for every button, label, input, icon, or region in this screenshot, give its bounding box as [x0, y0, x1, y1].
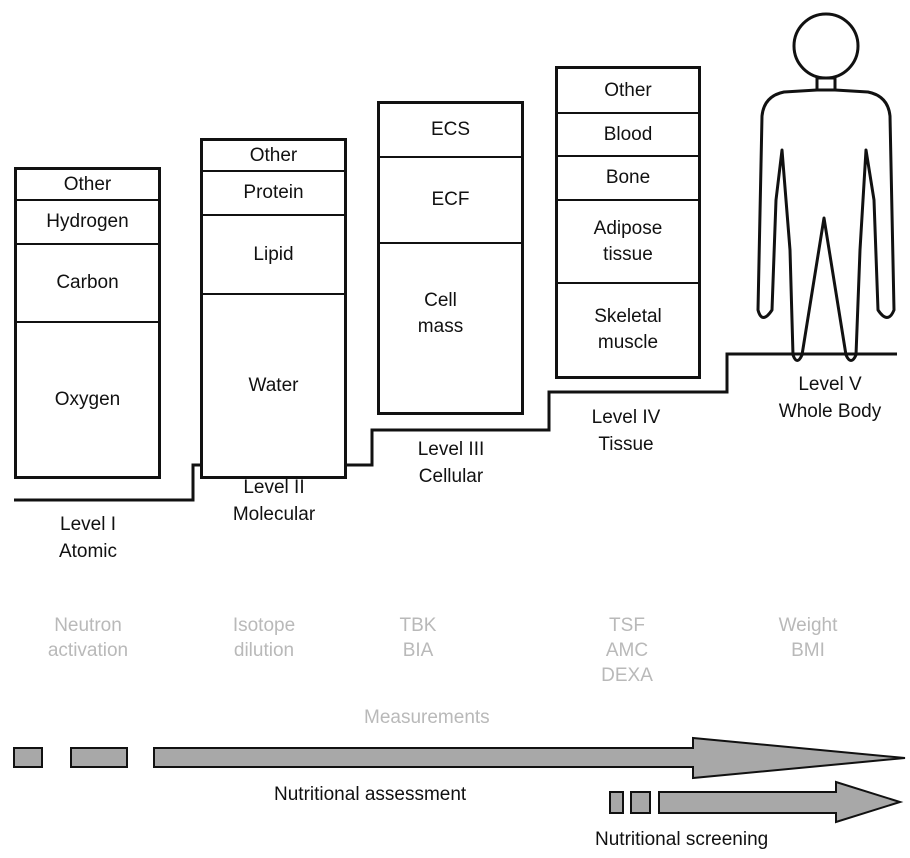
assessment-dash-1 [13, 747, 43, 768]
human-figure-icon [756, 12, 896, 362]
level-4-cell: Other [604, 79, 652, 101]
measurement-method: Weight BMI [778, 615, 838, 661]
level-2-box: Other Protein Lipid Water [200, 138, 347, 479]
screening-label: Nutritional screening [595, 829, 769, 850]
level-4-cell: Blood [558, 112, 698, 155]
level-4-cell: Bone [558, 155, 698, 199]
level-3-cell: ECF [380, 156, 521, 242]
level-2-label: Level II Molecular [232, 477, 316, 525]
level-1-box: Other Hydrogen Carbon Oxygen [14, 167, 161, 479]
level-2-cell: Other [249, 144, 298, 166]
level-1-cell: Carbon [17, 243, 158, 321]
level-4-cell: Skeletal muscle [558, 282, 698, 376]
level-1-cell: Other [63, 173, 112, 195]
screening-dash-1 [609, 791, 624, 814]
measurements-title: Measurements [364, 707, 490, 728]
level-1-label: Level I Atomic [58, 514, 118, 562]
assessment-arrow [153, 736, 906, 780]
measurement-method: Neutron activation [47, 615, 129, 661]
screening-dash-2 [630, 791, 651, 814]
assessment-label: Nutritional assessment [274, 784, 467, 805]
measurement-method: Isotope dilution [232, 615, 296, 661]
level-1-cell: Hydrogen [17, 199, 158, 243]
level-3-cell: Cell mass [380, 242, 521, 412]
level-4-box: Other Blood Bone Adipose tissue Skeletal… [555, 66, 701, 379]
screening-arrow [658, 780, 904, 824]
level-2-cell: Lipid [203, 214, 344, 293]
level-2-cell: Water [203, 293, 344, 476]
level-4-label: Level IV Tissue [591, 407, 661, 455]
level-3-label: Level III Cellular [417, 439, 485, 487]
level-3-cell: ECS [430, 119, 471, 140]
level-2-cell: Protein [203, 170, 344, 214]
level-4-cell: Adipose tissue [558, 199, 698, 282]
level-5-label: Level V Whole Body [778, 374, 882, 422]
measurement-method: TBK BIA [399, 615, 437, 661]
staircase-line [14, 352, 897, 502]
level-3-box: ECS ECF Cell mass [377, 101, 524, 415]
assessment-dash-2 [70, 747, 128, 768]
measurement-method: TSF AMC DEXA [601, 615, 653, 686]
level-1-cell: Oxygen [17, 321, 158, 476]
